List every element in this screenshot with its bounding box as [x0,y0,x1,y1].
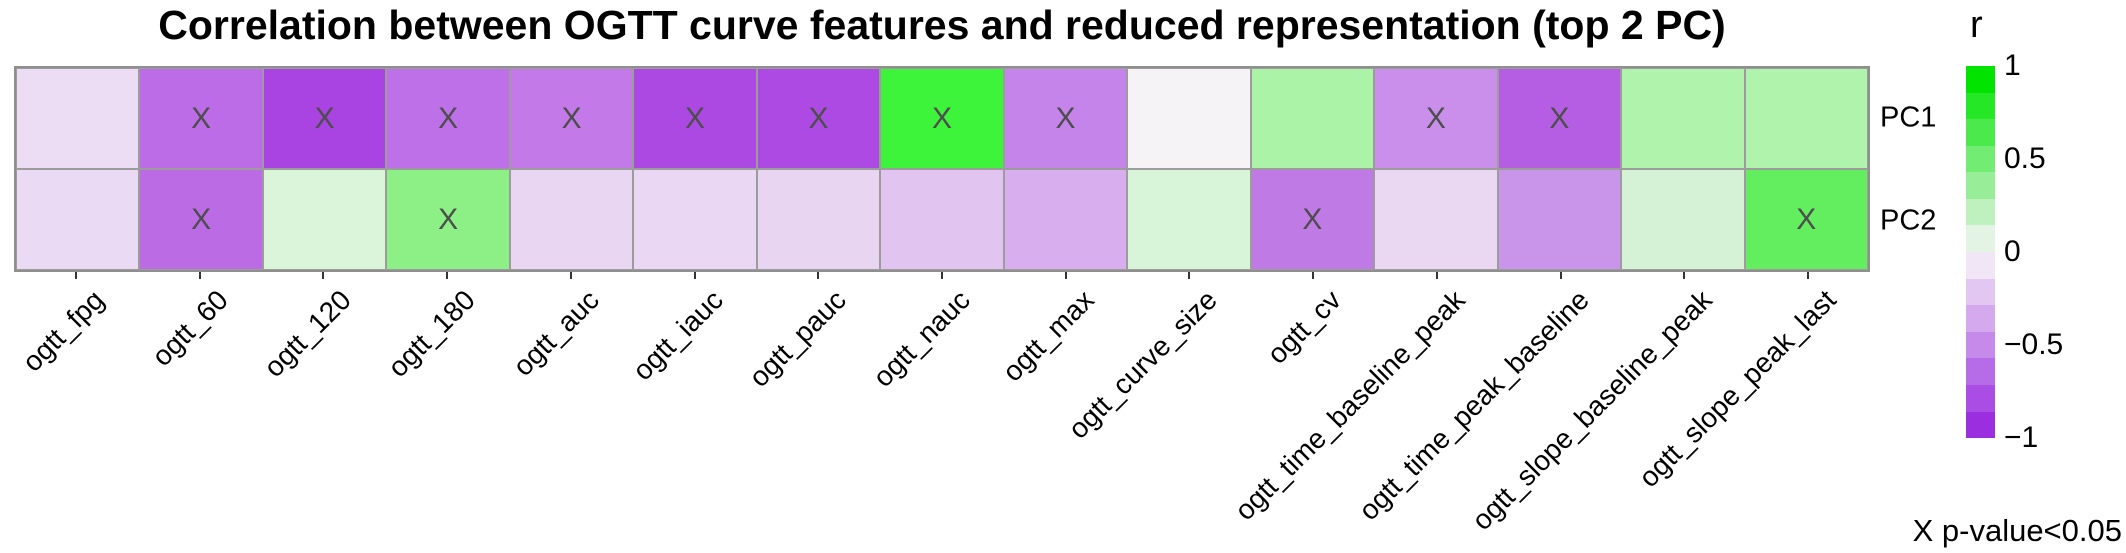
legend-color-step [1966,252,1995,279]
axis-tick [198,272,201,279]
legend-color-step [1966,278,1995,306]
significance-mark: X [1796,202,1817,236]
legend-tick-label: 1 [2004,49,2021,82]
axis-tick [1435,272,1438,279]
heatmap-cell [1497,169,1622,270]
legend-color-step [1966,66,1995,93]
significance-mark: X [1302,202,1323,236]
axis-tick [74,272,77,279]
heatmap-cell: X [139,68,263,169]
legend-color-step [1966,384,1995,412]
heatmap-cell: X [509,68,634,169]
heatmap-cell [1127,169,1251,270]
legend-tick-label: −1 [2004,421,2039,454]
significance-mark: X [314,101,335,135]
significance-mark: X [561,101,582,135]
significance-mark: X [808,101,829,135]
significance-mark: X [1549,101,1570,135]
heatmap-cell [1374,169,1498,270]
heatmap: X X X X X X X X X X X X X X [14,66,1870,272]
heatmap-cell: X [756,68,881,169]
axis-tick [1559,272,1562,279]
legend-color-step [1966,225,1995,253]
heatmap-cell: X [139,169,263,270]
legend-color-step [1966,119,1995,146]
axis-tick [1064,272,1067,279]
heatmap-cell [880,169,1004,270]
heatmap-cell: X [386,169,510,270]
heatmap-cell [633,169,757,270]
axis-tick [322,272,325,279]
legend-tick-label: 0 [2004,235,2021,268]
legend-color-step [1966,305,1995,332]
axis-tick [1683,272,1686,279]
legend-tick-label: 0.5 [2004,142,2046,175]
heatmap-cell: X [1250,169,1375,270]
legend-color-step [1966,411,1995,439]
legend-color-step [1966,198,1995,226]
row-label: PC1 [1880,101,1937,133]
legend-color-step [1966,358,1995,385]
heatmap-cell [509,169,634,270]
heatmap-cell: X [880,68,1004,169]
heatmap-cell: X [1497,68,1622,169]
significance-mark: X [191,101,212,135]
axis-tick [1188,272,1191,279]
row-label: PC2 [1880,204,1937,236]
heatmap-cell: X [1374,68,1498,169]
axis-tick [693,272,696,279]
significance-mark: X [685,101,706,135]
heatmap-cell [16,169,140,270]
heatmap-cell [1621,169,1745,270]
heatmap-cell [1621,68,1745,169]
heatmap-cell: X [1003,68,1128,169]
heatmap-cell [262,169,387,270]
chart-title: Correlation between OGTT curve features … [158,2,1726,48]
axis-tick [569,272,572,279]
legend-colorbar [1966,66,1995,439]
legend-color-step [1966,92,1995,120]
significance-mark: X [191,202,212,236]
axis-tick [817,272,820,279]
significance-mark: X [1055,101,1076,135]
significance-note: X p-value<0.05 [1912,513,2122,548]
heatmap-cell: X [633,68,757,169]
axis-tick [446,272,449,279]
significance-mark: X [1425,101,1446,135]
heatmap-cell: X [262,68,387,169]
legend-color-step [1966,331,1995,359]
heatmap-cell [1250,68,1375,169]
heatmap-cell [1003,169,1128,270]
legend-tick-label: −0.5 [2004,328,2064,361]
axis-tick [1807,272,1810,279]
heatmap-cell [756,169,881,270]
legend-color-step [1966,145,1995,173]
heatmap-cell [1127,68,1251,169]
heatmap-cell: X [1744,169,1868,270]
legend-color-step [1966,172,1995,199]
heatmap-cell [1744,68,1868,169]
significance-mark: X [438,202,459,236]
legend-title: r [1970,4,1983,46]
axis-tick [1312,272,1315,279]
axis-tick [941,272,943,279]
significance-mark: X [931,101,952,135]
significance-mark: X [438,101,459,135]
heatmap-cell: X [386,68,510,169]
heatmap-cell [16,68,140,169]
